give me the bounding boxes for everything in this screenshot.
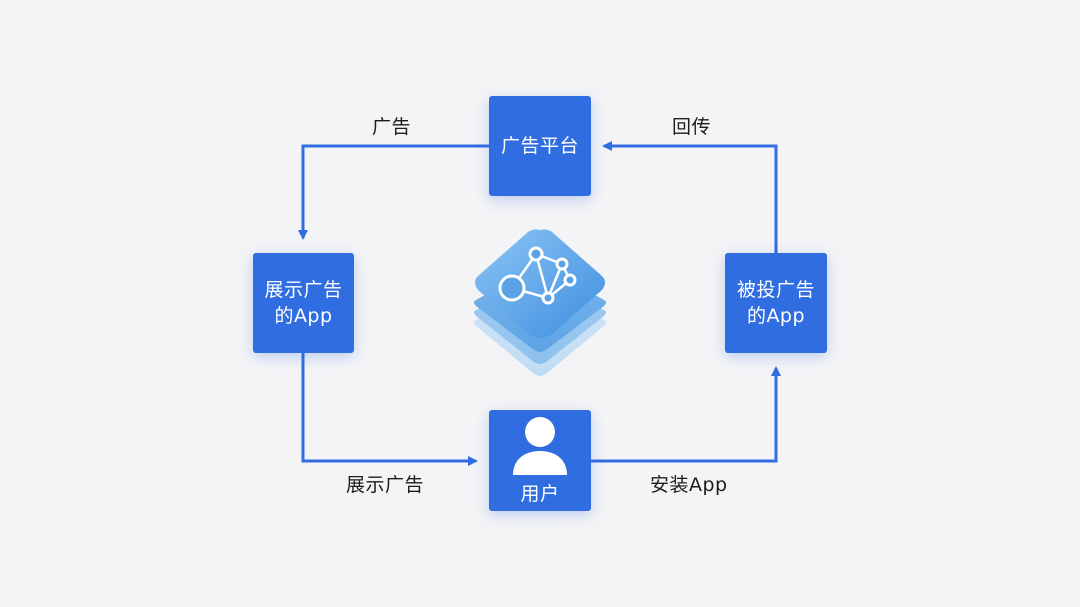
node-display-app-line2: 的App <box>274 305 333 327</box>
node-user: 用户 <box>489 410 591 511</box>
edge-label-ad: 广告 <box>372 116 412 138</box>
edge-label-return: 回传 <box>672 116 712 138</box>
node-advertised-app: 被投广告 的App <box>725 253 827 353</box>
node-ad-platform-label: 广告平台 <box>500 135 579 157</box>
user-icon <box>513 417 567 475</box>
connector-platform-to-display-app <box>298 144 489 240</box>
edge-label-show-ad: 展示广告 <box>346 474 425 496</box>
node-user-label: 用户 <box>520 483 560 505</box>
skadnetwork-network-icon <box>474 229 606 376</box>
node-ad-platform: 广告平台 <box>489 96 591 196</box>
connector-advertised-app-to-platform <box>602 141 778 253</box>
edge-label-install-app: 安装App <box>650 474 728 496</box>
connector-display-app-to-user <box>301 353 478 466</box>
node-display-app-line1: 展示广告 <box>264 279 343 301</box>
node-display-app: 展示广告 的App <box>253 253 354 353</box>
node-advertised-app-line2: 的App <box>746 305 806 327</box>
connector-user-to-advertised-app <box>591 366 781 463</box>
node-advertised-app-line1: 被投广告 <box>736 279 815 301</box>
